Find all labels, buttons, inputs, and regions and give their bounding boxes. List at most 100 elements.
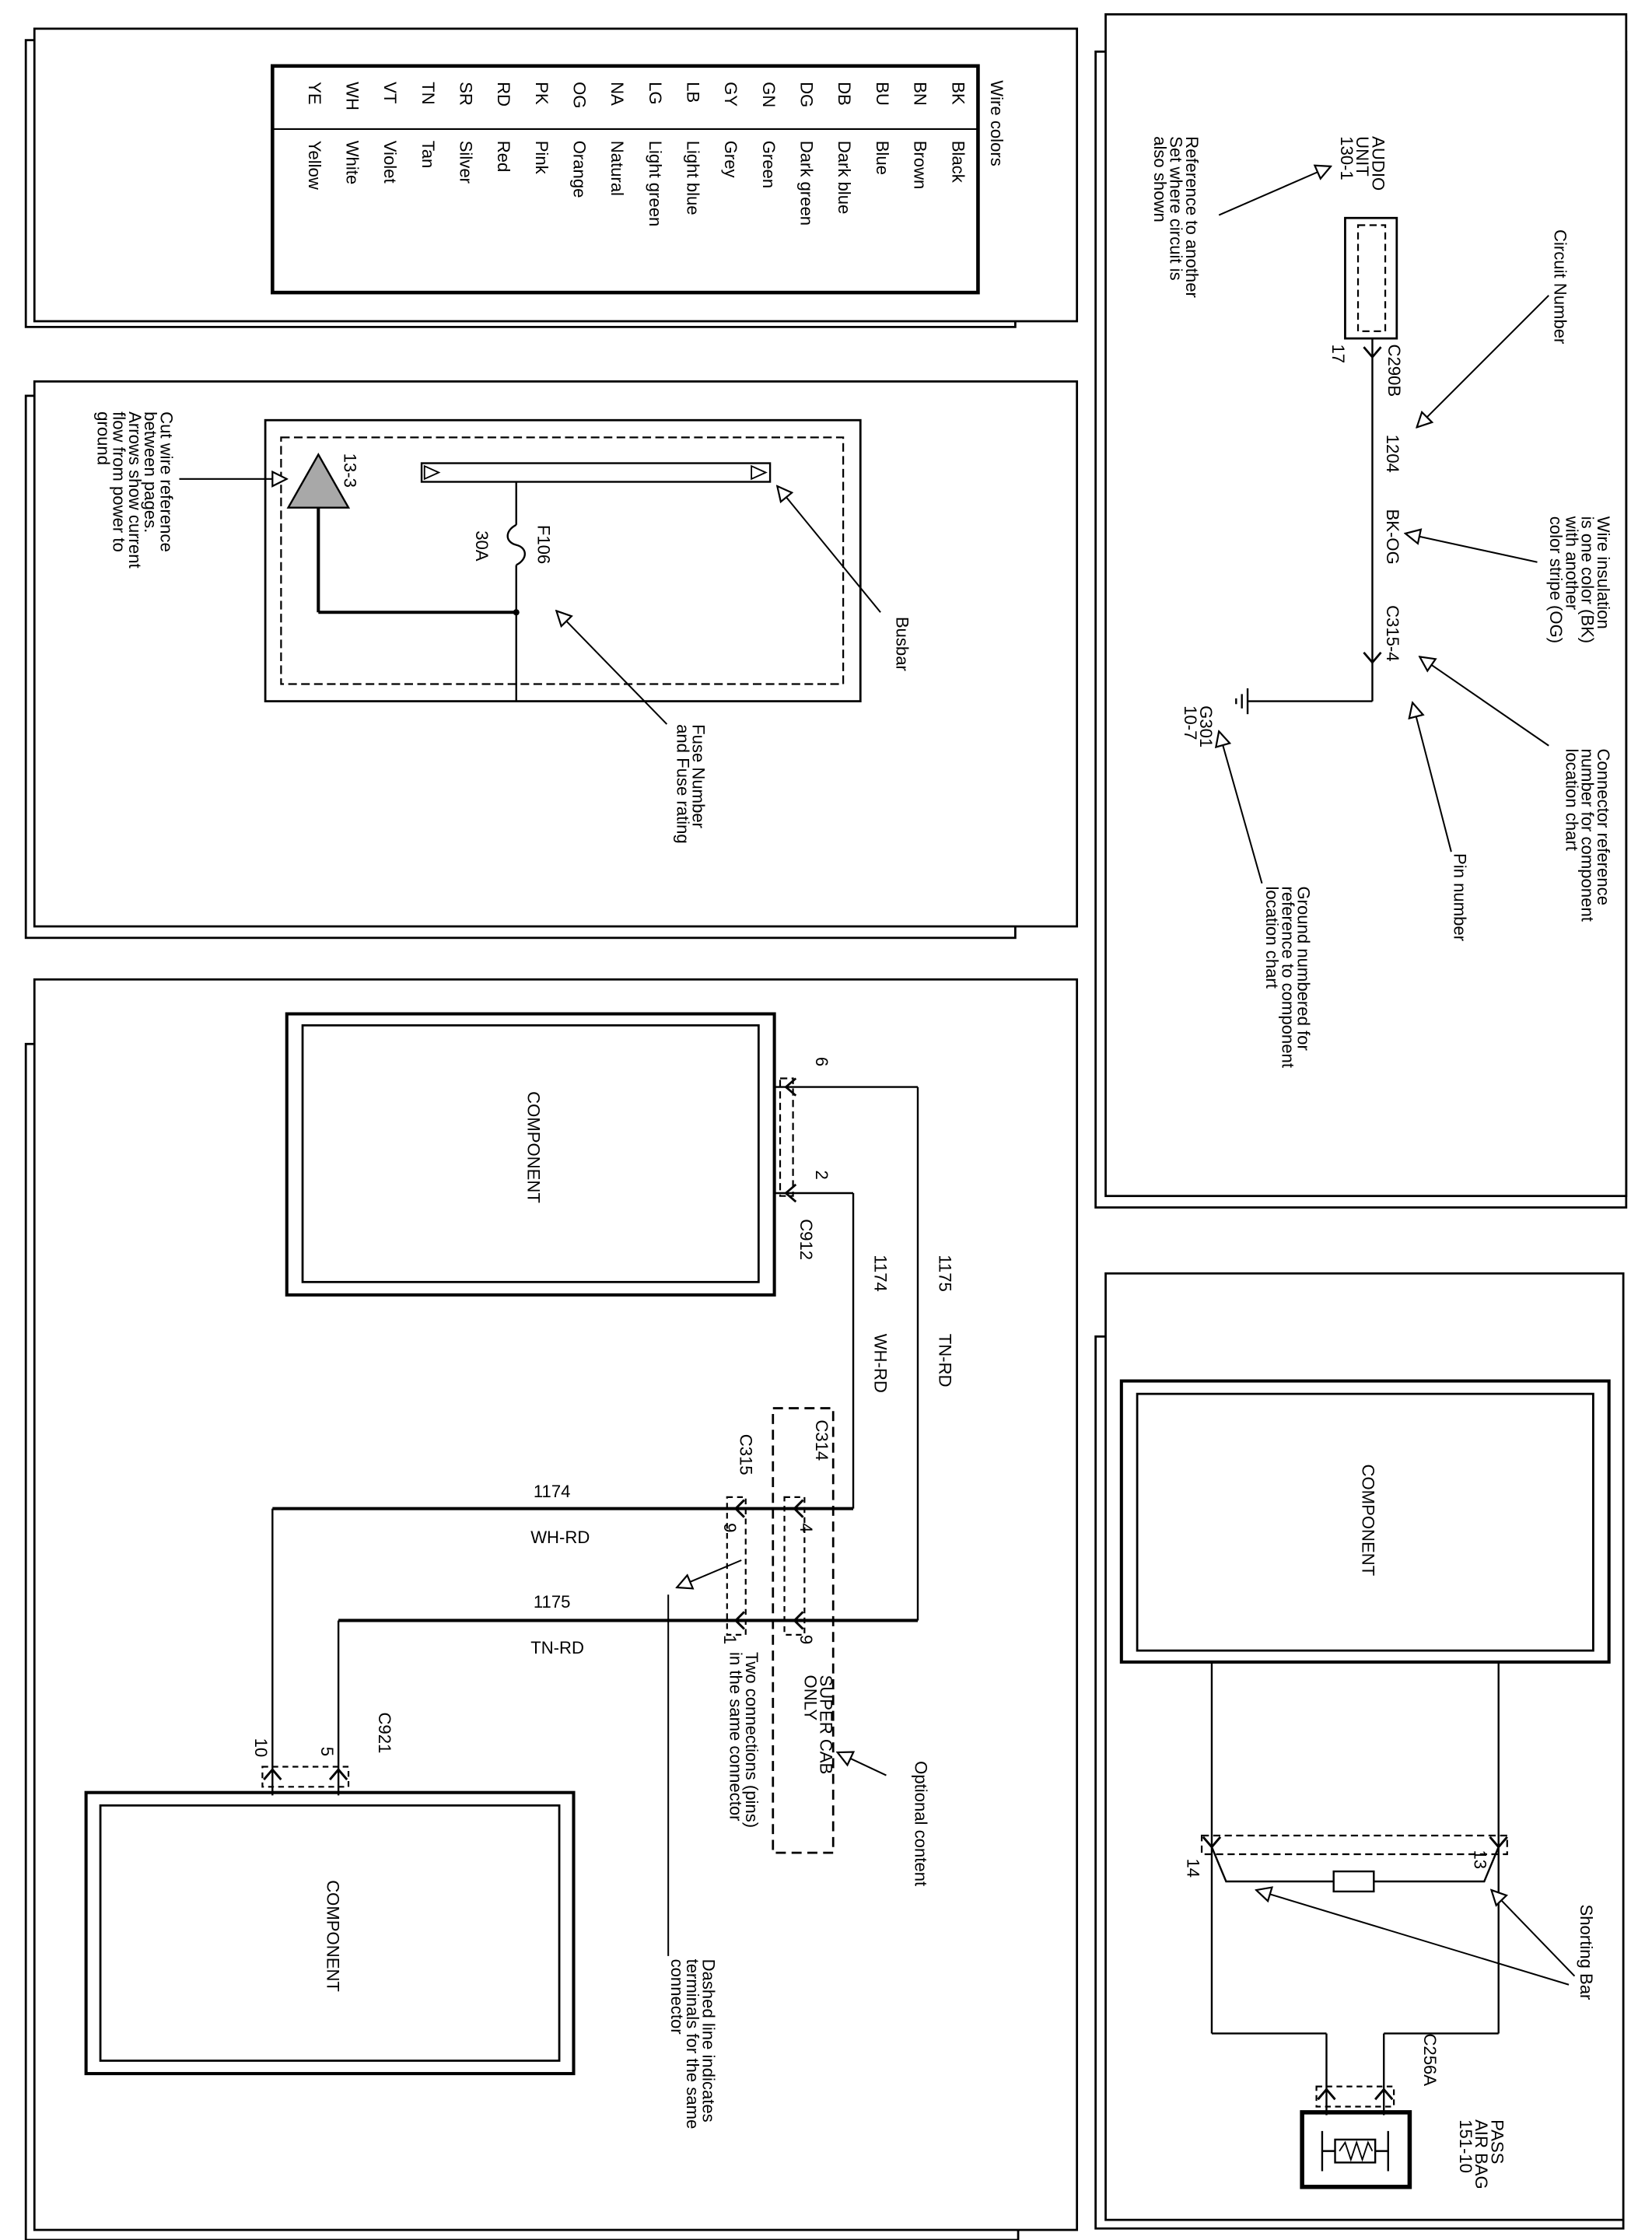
fuse-number-label: F106 — [534, 525, 553, 564]
co-optional-line: Optional content — [911, 1761, 930, 1886]
c256a-label: C256A — [1420, 2033, 1440, 2086]
tn-rd-label: TN-RD — [530, 1638, 584, 1657]
wire-color-code: DG — [797, 82, 817, 107]
wire-color-name: Light green — [646, 141, 665, 227]
component-bottom-label: COMPONENT — [323, 1880, 342, 1992]
wire-color-name: Light blue — [684, 141, 703, 215]
co-cut-line: Cut wire reference — [157, 411, 177, 552]
wire-color-code: PK — [532, 82, 551, 105]
wire-colors-header: Wire colors — [987, 80, 1006, 166]
wire-color-name: Red — [494, 141, 513, 173]
wire-color-code: LG — [646, 82, 665, 105]
callout-circuit-number: Circuit Number — [1551, 229, 1570, 344]
co-fuse-line: and Fuse rating — [673, 724, 692, 844]
wh-rd-label: WH-RD — [530, 1528, 590, 1547]
cut-ref-label: 13-3 — [341, 453, 360, 488]
pin-9-label: 9 — [720, 1523, 740, 1532]
shorting-bar-resistor — [1332, 1870, 1375, 1893]
co-circuit-line: Circuit Number — [1551, 229, 1570, 344]
co-cut-line: Arrows show current — [125, 411, 145, 569]
wire-color-code: WH — [342, 82, 362, 110]
pin-10-label: 10 — [251, 1738, 271, 1758]
fuse-symbol — [506, 523, 526, 566]
callout-optional-content: Optional content — [911, 1761, 930, 1886]
tn-rd-top-label: TN-RD — [936, 1334, 955, 1388]
wire-color-name: Dark blue — [835, 141, 854, 215]
pin-2-label: 2 — [812, 1171, 831, 1180]
wire-color-code: YE — [305, 82, 324, 105]
wire-color-name: Dark green — [797, 141, 817, 226]
cut-wire-triangle — [286, 453, 351, 509]
pin-5-label: 5 — [317, 1747, 337, 1756]
co-cut-line: between pages. — [141, 411, 160, 533]
wire-colors-table — [271, 64, 980, 295]
wire-color-code: TN — [418, 82, 438, 104]
wire-color-name: Brown — [911, 141, 930, 190]
component-airbag — [1119, 1379, 1611, 1664]
co-conn-ref-line: Connector reference — [1594, 748, 1613, 905]
connection-texts: 6 2 C912 1175 TN-RD 1174 WH-RD C314 C315… — [251, 1057, 954, 2129]
co-ground-line: Ground numbered for — [1294, 886, 1314, 1050]
co-ground-line: reference to component — [1278, 886, 1297, 1068]
busbar — [420, 462, 772, 483]
airbag-module — [1300, 2110, 1412, 2189]
co-ref-line: also shown — [1150, 136, 1170, 222]
co-conn-ref-line: location chart — [1562, 748, 1581, 851]
co-ref-line: Set where circuit is — [1167, 136, 1186, 281]
wire-color-name: Yellow — [305, 141, 324, 191]
connector-c315-label: C315-4 — [1383, 605, 1402, 662]
circuit-number-label: 1204 — [1383, 435, 1402, 473]
circuit-leader-lines — [1219, 166, 1549, 884]
wire-color-name: Silver — [456, 141, 475, 184]
co-busbar-line: Busbar — [892, 617, 912, 671]
pin-14-label: 14 — [1184, 1859, 1203, 1878]
connection-leader-lines — [667, 1559, 887, 1956]
pin-9b-label: 9 — [796, 1635, 816, 1644]
co-wire-ins-line: color stripe (OG) — [1546, 516, 1566, 643]
wire-color-label: BK-OG — [1383, 509, 1402, 565]
co-wire-ins-line: is one color (BK) — [1578, 516, 1598, 643]
co-dashed-line: Dashed line indicates — [698, 1959, 718, 2123]
wire-color-name: Pink — [532, 141, 551, 175]
audio-unit-line: 130-1 — [1337, 136, 1356, 180]
connector-c290b-label: C290B — [1384, 345, 1404, 397]
component-airbag-label: COMPONENT — [1359, 1465, 1378, 1577]
audio-unit-line: UNIT — [1353, 136, 1372, 177]
wire-1174-label: 1174 — [534, 1482, 571, 1501]
co-wire-ins-line: Wire insulation — [1594, 516, 1613, 629]
wire-color-name: Violet — [380, 141, 400, 184]
wire-color-name: White — [342, 141, 362, 185]
wire-color-code: RD — [494, 82, 513, 107]
co-dashed-line: connector — [667, 1959, 687, 2035]
co-shorting-line: Shorting Bar — [1577, 1905, 1596, 2000]
airbag-leader-lines — [1256, 1890, 1576, 1986]
component-top-label: COMPONENT — [524, 1091, 544, 1203]
wire-color-name: Black — [948, 141, 968, 184]
wire-color-code: LB — [684, 82, 703, 103]
co-ground-line: location chart — [1262, 886, 1282, 989]
wire-color-name: Tan — [418, 141, 438, 169]
wire-1175-top-label: 1175 — [936, 1255, 955, 1292]
wire-color-code: GN — [759, 82, 779, 107]
ground-ref-line: 10-7 — [1181, 705, 1200, 740]
c314-label: C314 — [812, 1419, 831, 1461]
pin-6-label: 6 — [812, 1057, 831, 1066]
pin-13-label: 13 — [1470, 1850, 1489, 1869]
fuse-leader-lines — [179, 479, 881, 725]
